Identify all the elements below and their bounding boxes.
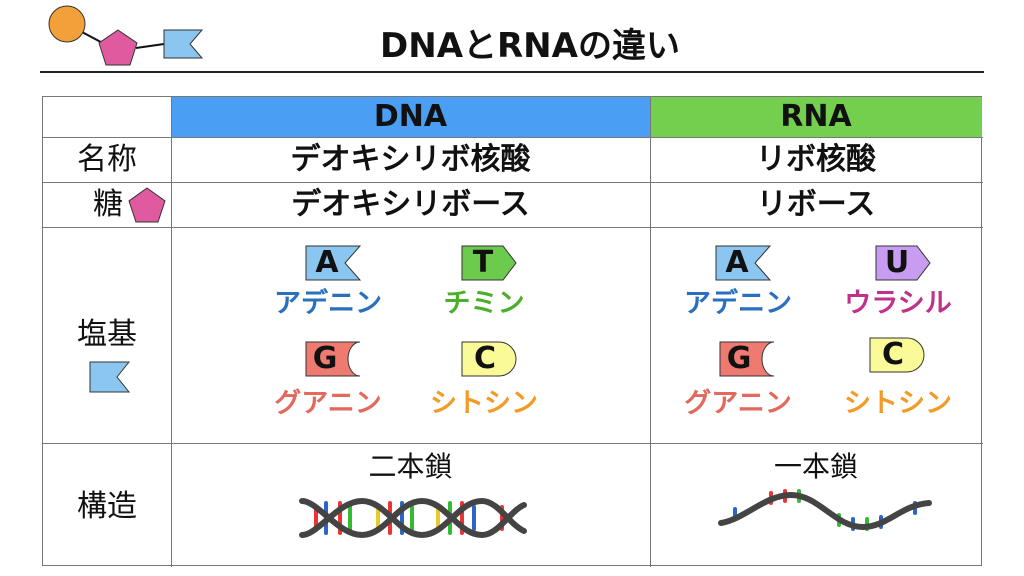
dna-column-header: DNA xyxy=(171,97,650,137)
grid-line xyxy=(171,97,172,567)
row-label-sugar: 糖 xyxy=(93,187,123,222)
dna-header-label: DNA xyxy=(373,99,448,134)
comparison-table: DNA RNA 名称 デオキシリボ核酸 リボ核酸 糖 デオキシリボース リボース… xyxy=(42,96,983,567)
rna-sugar-cell: リボース xyxy=(756,187,876,222)
base-g-letter: G xyxy=(726,341,752,376)
base-u-letter: U xyxy=(884,245,910,280)
sugar-pentagon-icon xyxy=(98,29,138,66)
rna-header-label: RNA xyxy=(780,99,852,134)
base-c-name: シトシン xyxy=(844,388,952,419)
base-t-name: チミン xyxy=(443,288,525,319)
base-g-name: グアニン xyxy=(684,388,792,419)
base-c-shape xyxy=(869,337,925,373)
grid-line xyxy=(43,137,983,138)
rna-name-cell: リボ核酸 xyxy=(756,142,876,177)
sugar-pentagon-icon xyxy=(128,187,166,223)
row-label-name: 名称 xyxy=(77,142,137,177)
base-flag-icon xyxy=(89,361,131,393)
base-t-shape xyxy=(461,245,517,281)
grid-line xyxy=(43,182,983,183)
grid-line xyxy=(650,97,651,567)
phosphate-icon xyxy=(48,5,86,43)
row-label-structure: 構造 xyxy=(77,489,137,524)
dna-name-cell: デオキシリボ核酸 xyxy=(290,142,531,177)
dna-strand xyxy=(299,497,527,539)
base-c-letter: C xyxy=(473,341,497,376)
base-t-letter: T xyxy=(472,245,494,280)
dna-sugar-cell: デオキシリボース xyxy=(291,187,530,222)
base-u-shape xyxy=(875,245,931,281)
grid-line xyxy=(43,443,983,444)
base-a-letter: A xyxy=(315,245,339,280)
base-a-shape xyxy=(715,245,771,281)
rna-structure-label: 一本鎖 xyxy=(773,450,858,483)
rna-strand xyxy=(718,491,932,531)
base-u-name: ウラシル xyxy=(844,288,952,319)
base-a-letter: A xyxy=(725,245,749,280)
dna-double-helix-illustration xyxy=(299,497,527,539)
grid-line xyxy=(43,227,983,228)
title-divider xyxy=(40,71,984,73)
base-g-name: グアニン xyxy=(274,388,382,419)
rna-single-strand-illustration xyxy=(718,489,932,531)
base-a-shape xyxy=(305,245,361,281)
base-c-name: シトシン xyxy=(430,388,538,419)
base-c-shape xyxy=(461,341,517,377)
base-a-name: アデニン xyxy=(684,288,792,319)
dna-strand xyxy=(299,497,527,539)
base-g-letter: G xyxy=(312,341,338,376)
row-label-base: 塩基 xyxy=(77,317,137,352)
dna-structure-label: 二本鎖 xyxy=(368,450,453,483)
rna-column-header: RNA xyxy=(650,97,982,137)
base-a-name: アデニン xyxy=(274,288,382,319)
base-g-shape xyxy=(305,341,361,377)
base-g-shape xyxy=(719,341,775,377)
base-flag-icon xyxy=(163,29,204,59)
base-c-letter: C xyxy=(881,337,905,372)
nucleotide-icon xyxy=(48,5,204,66)
page-title: DNAとRNAの違い xyxy=(380,26,680,66)
